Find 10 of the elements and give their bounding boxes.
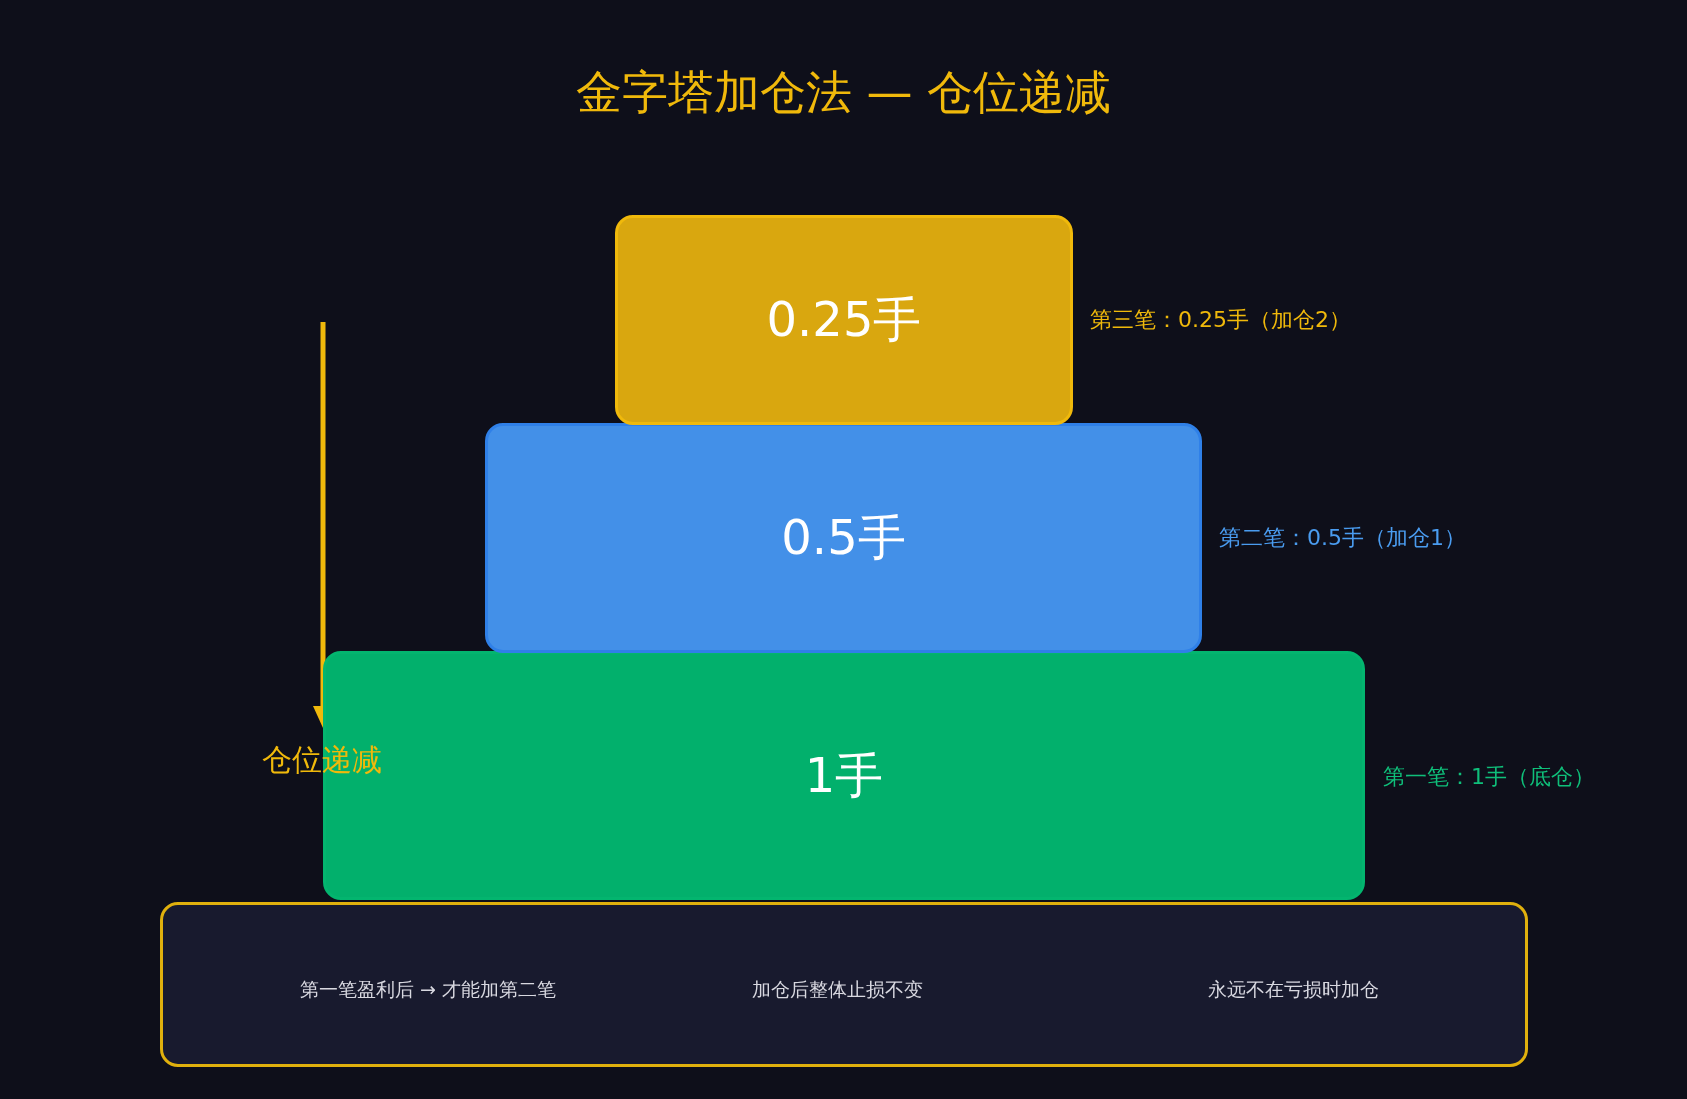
note-panel (160, 902, 1528, 1067)
position-label: 第二笔：0.5手（加仓1） (1219, 524, 1466, 552)
position-label: 第一笔：1手（底仓） (1383, 763, 1595, 791)
position-block: 0.5手 (485, 423, 1202, 653)
title: 金字塔加仓法 — 仓位递减 (574, 64, 1113, 121)
note-text: 加仓后整体止损不变 (750, 977, 924, 1002)
note-text: 永远不在亏损时加仓 (1206, 977, 1380, 1002)
position-block: 0.25手 (615, 215, 1073, 425)
note-text: 第一笔盈利后 → 才能加第二笔 (299, 977, 557, 1002)
position-label: 第三笔：0.25手（加仓2） (1090, 306, 1351, 334)
